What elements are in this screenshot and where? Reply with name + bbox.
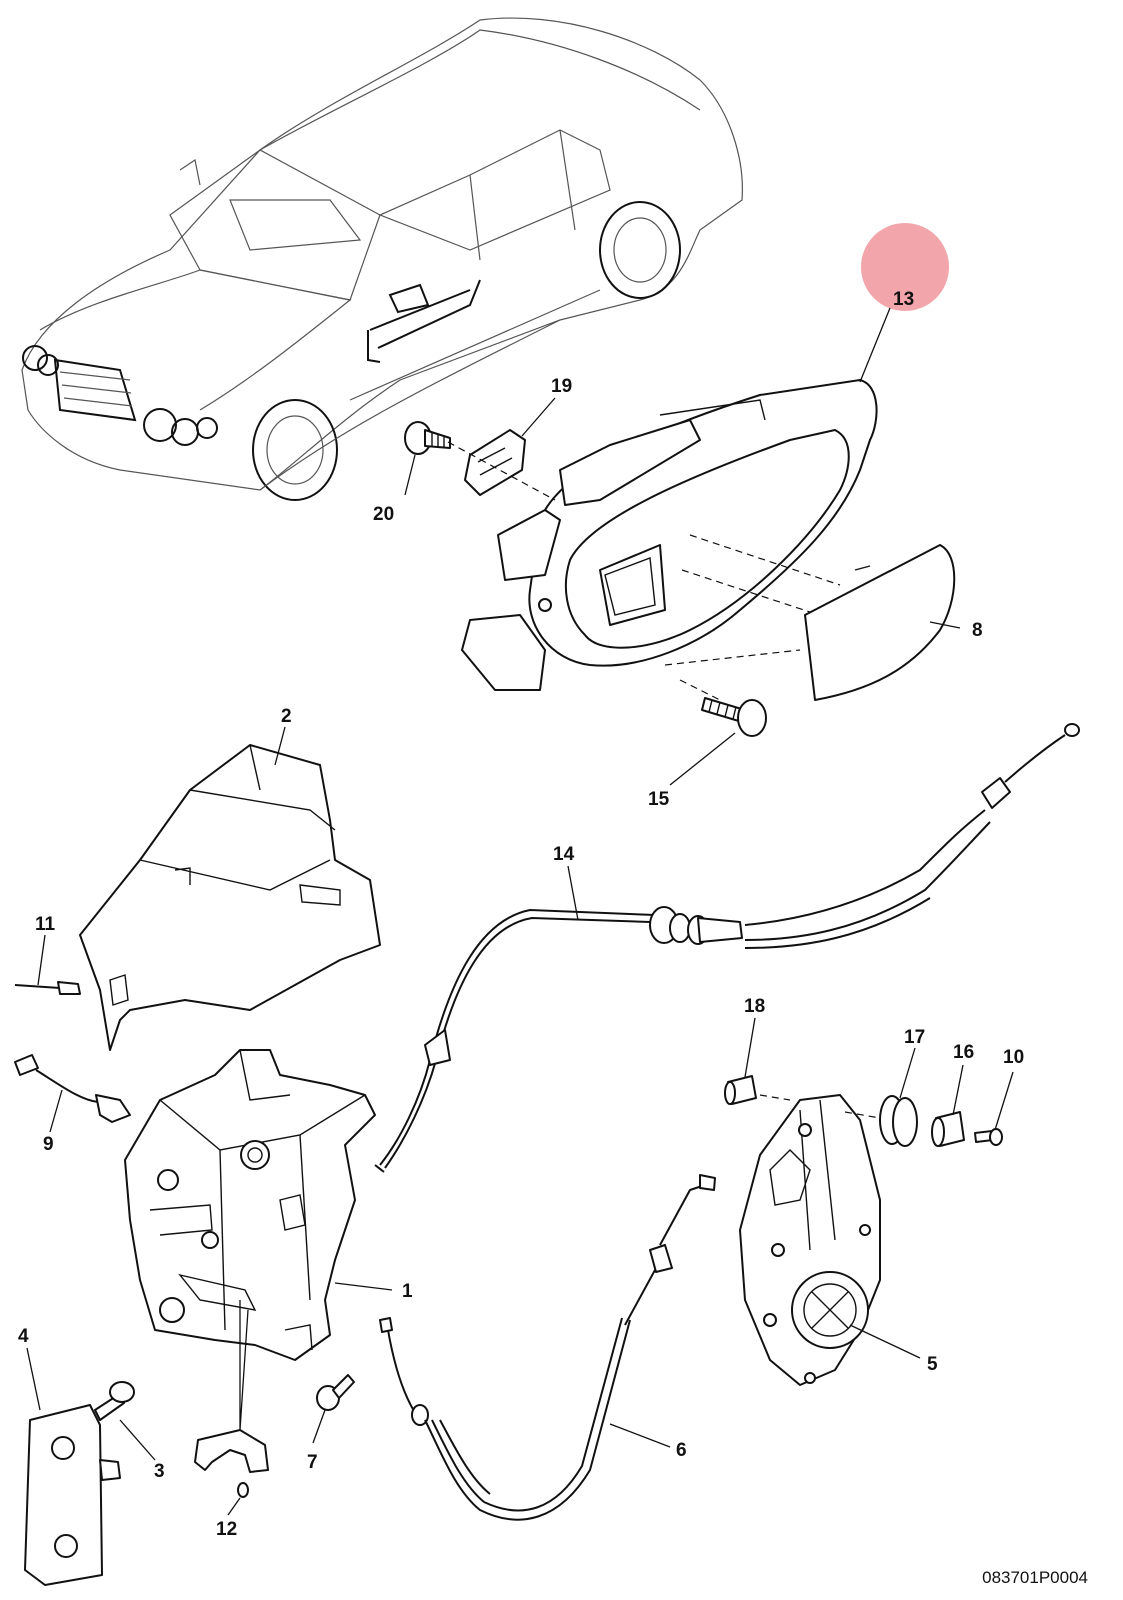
callout-9[interactable]: 9 [43,1134,54,1155]
part-6-cable [379,1174,716,1521]
callout-5[interactable]: 5 [927,1354,938,1375]
part-16-bushing [931,1111,965,1147]
part-17-grommet [879,1095,918,1147]
part-2-cover [79,744,381,1051]
part-5-motor [739,1094,881,1386]
part-20-screw [404,421,451,455]
callout-17[interactable]: 17 [904,1027,925,1048]
part-19-clip [464,429,526,496]
callout-12[interactable]: 12 [216,1519,237,1540]
callout-11[interactable]: 11 [35,914,56,935]
callout-8[interactable]: 8 [972,620,983,641]
callout-18[interactable]: 18 [744,996,765,1017]
callout-1[interactable]: 1 [402,1281,413,1302]
part-1-door-lock [124,1049,376,1361]
part-8-cover [804,544,956,701]
part-12-clip [194,1429,269,1473]
callout-3[interactable]: 3 [154,1461,165,1482]
part-14-cable [374,723,1080,1173]
inner-handle-assembly [461,379,878,691]
leader-lines [26,307,1014,1516]
callout-10[interactable]: 10 [1003,1047,1024,1068]
part-15-screw [701,697,767,737]
part-9-connector [14,1054,131,1123]
part-18-bush [724,1075,757,1105]
diagram-reference-code: 083701P0004 [982,1568,1088,1587]
callout-20[interactable]: 20 [373,504,394,525]
car-illustration [21,17,743,501]
part-10-screw [974,1128,1003,1146]
part-4-plate [24,1404,121,1586]
part-7-screw [316,1374,355,1411]
part-3-screw [94,1381,135,1421]
callout-15[interactable]: 15 [648,789,670,810]
part-11-pin [14,981,81,995]
callout-16[interactable]: 16 [953,1042,974,1063]
callout-6[interactable]: 6 [676,1440,687,1461]
callout-7[interactable]: 7 [307,1452,318,1473]
callout-labels: 13 19 20 8 15 2 14 11 9 18 17 16 10 1 5 … [18,289,1024,1540]
callout-14[interactable]: 14 [553,844,575,865]
callout-19[interactable]: 19 [551,376,572,397]
highlight-circle [861,223,949,311]
callout-13[interactable]: 13 [893,289,914,310]
callout-4[interactable]: 4 [18,1326,29,1347]
callout-2[interactable]: 2 [281,706,292,727]
